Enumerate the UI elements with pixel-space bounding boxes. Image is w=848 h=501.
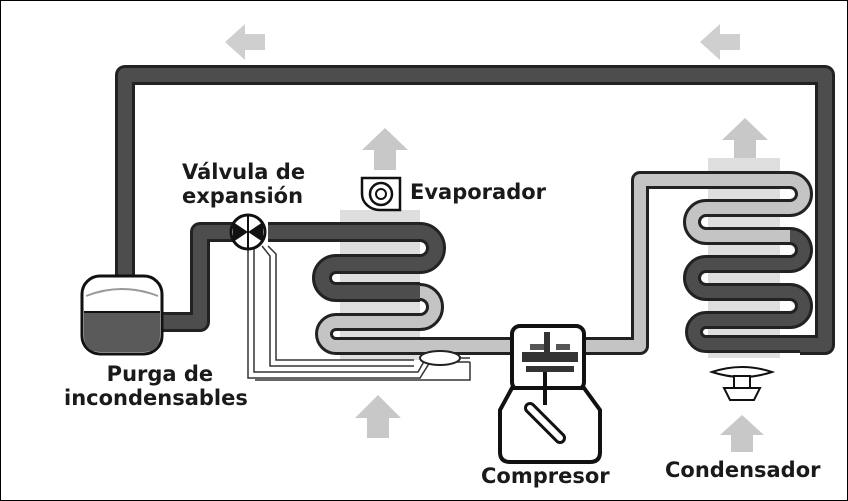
sensing-bulb [419,350,461,366]
expansion-valve-label-line1: Válvula de [182,160,306,184]
purge-tank-icon [80,274,164,356]
airflow-arrow-evaporator-bottom [355,395,401,438]
airflow-arrow-top-left [225,24,265,60]
expansion-valve-icon [229,213,267,251]
purge-label-line1: Purga de [106,362,214,386]
purge-label-line2: incondensables [64,386,248,410]
compressor-label: Compresor [481,464,610,488]
airflow-arrow-evaporator-top [362,128,408,170]
airflow-arrow-top-right [700,24,740,60]
condenser-label: Condensador [665,458,821,482]
evaporator-fan-icon [360,176,402,212]
expansion-valve-label-line2: expansión [182,184,304,208]
purge-label: Purga de incondensables [64,362,248,410]
airflow-arrow-condenser-bottom [720,415,764,452]
condenser-fan-icon [708,366,776,401]
expansion-valve-label: Válvula de expansión [182,160,305,208]
compressor-icon [498,324,602,464]
evaporator-label: Evaporador [410,180,547,204]
airflow-arrow-condenser-top [722,118,768,160]
